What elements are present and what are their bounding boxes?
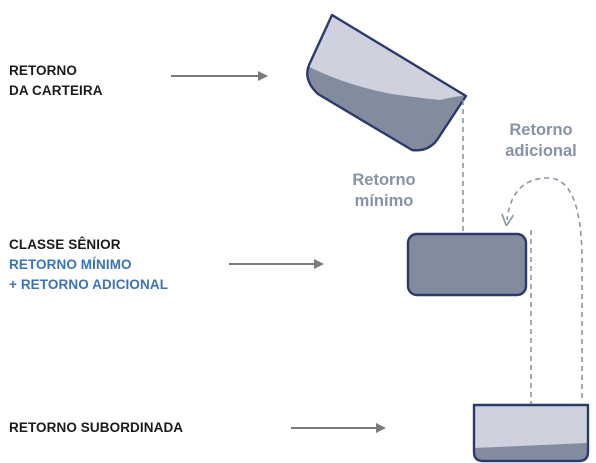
senior-label-title: CLASSE SÊNIOR [9,237,121,252]
additional-return-flow-curve [507,177,583,398]
senior-label-additional: + RETORNO ADICIONAL [9,277,169,292]
minimum-return-flow-label: Retorno mínimo [329,170,439,212]
subordinate-label-text: RETORNO SUBORDINADA [9,420,184,435]
subordinate-return-label: RETORNO SUBORDINADA [9,418,183,438]
senior-class-label: CLASSE SÊNIOR RETORNO MÍNIMO + RETORNO A… [9,235,168,295]
senior-label-minimum: RETORNO MÍNIMO [9,257,132,272]
subordinate-container [472,403,590,463]
portfolio-return-label: RETORNO DA CARTEIRA [9,61,103,101]
minimum-flow-line2: mínimo [354,192,414,210]
portfolio-container [306,13,468,152]
additional-return-flow-label: Retorno adicional [486,120,596,162]
minimum-flow-line1: Retorno [352,171,416,189]
additional-flow-line1: Retorno [509,121,573,139]
additional-flow-line2: adicional [505,142,577,160]
portfolio-label-line2: DA CARTEIRA [9,83,103,98]
portfolio-label-line1: RETORNO [9,63,77,78]
senior-class-container [406,232,528,297]
